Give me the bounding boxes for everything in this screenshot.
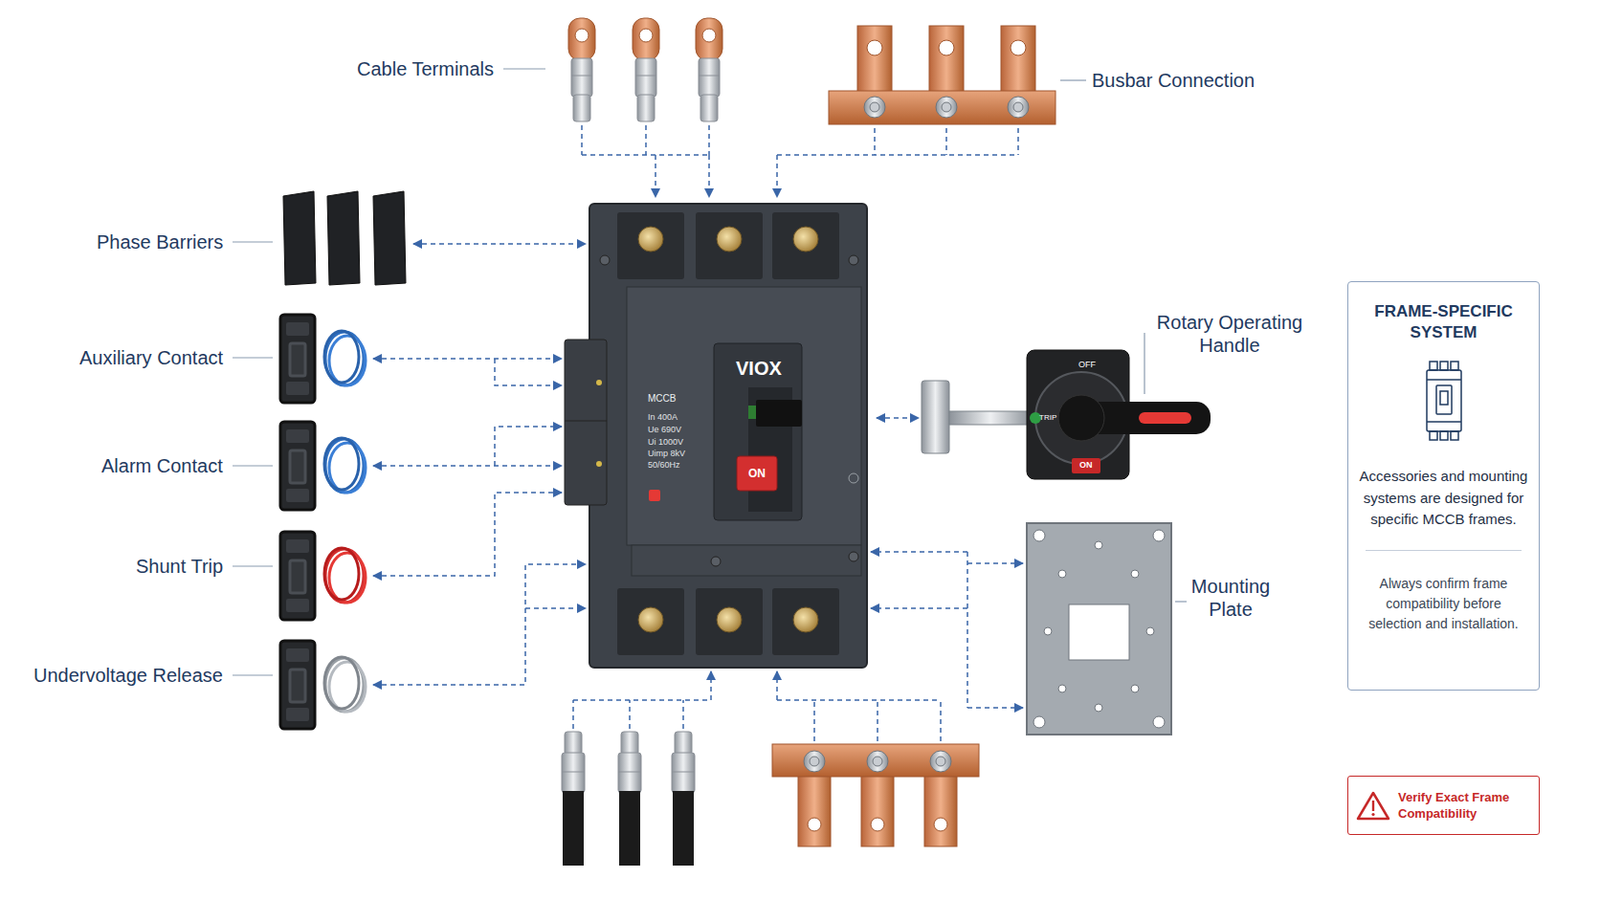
dial-marking: TRIP — [1039, 413, 1057, 423]
rating-text: 50/60Hz — [647, 460, 681, 471]
part-label: Cable Terminals — [356, 57, 494, 81]
brand-name: VIOX — [735, 356, 782, 380]
part-label: Alarm Contact — [101, 454, 223, 478]
part-label: Undervoltage Release — [33, 664, 223, 688]
part-label: Rotary Operating Handle — [1148, 311, 1312, 357]
leader-lines — [232, 68, 1187, 676]
rotary-handle — [921, 350, 1211, 480]
breaker-body — [564, 203, 867, 668]
panel-body: Accessories and mounting systems are des… — [1357, 466, 1530, 532]
part-label: Phase Barriers — [96, 230, 223, 254]
dial-marking: ON — [1079, 460, 1093, 471]
rating-text: Ue 690V — [647, 424, 682, 436]
warning-box: Verify Exact Frame Compatibility — [1347, 776, 1540, 836]
part-label: Mounting Plate — [1182, 575, 1279, 622]
phase-barriers — [283, 191, 406, 286]
rating-text: MCCB — [647, 393, 676, 405]
busbar-top — [828, 25, 1056, 125]
warning-icon — [1355, 790, 1391, 822]
warning-text: Verify Exact Frame Compatibility — [1398, 789, 1532, 823]
cable-lugs-top — [568, 18, 723, 122]
info-panel: FRAME-SPECIFIC SYSTEM Accessories and mo… — [1347, 281, 1540, 691]
mounting-plate — [1026, 523, 1172, 735]
part-label: Auxiliary Contact — [79, 346, 223, 370]
assembly-lines — [373, 125, 1023, 742]
rating-text: In 400A — [647, 412, 678, 423]
rating-text: Ui 1000V — [647, 437, 684, 448]
accessory-modules — [280, 314, 366, 730]
panel-heading: FRAME-SPECIFIC SYSTEM — [1357, 301, 1530, 344]
cables-bottom — [561, 732, 695, 867]
part-label: Shunt Trip — [135, 555, 223, 578]
dial-marking: OFF — [1078, 359, 1096, 371]
rating-text: Uimp 8kV — [647, 448, 686, 460]
frame-icon — [1415, 356, 1473, 445]
switch-state: ON — [748, 466, 766, 481]
part-label: Busbar Connection — [1091, 68, 1255, 92]
busbar-bottom — [772, 744, 979, 847]
panel-note: Always confirm frame compatibility befor… — [1357, 574, 1530, 635]
divider — [1365, 550, 1522, 552]
